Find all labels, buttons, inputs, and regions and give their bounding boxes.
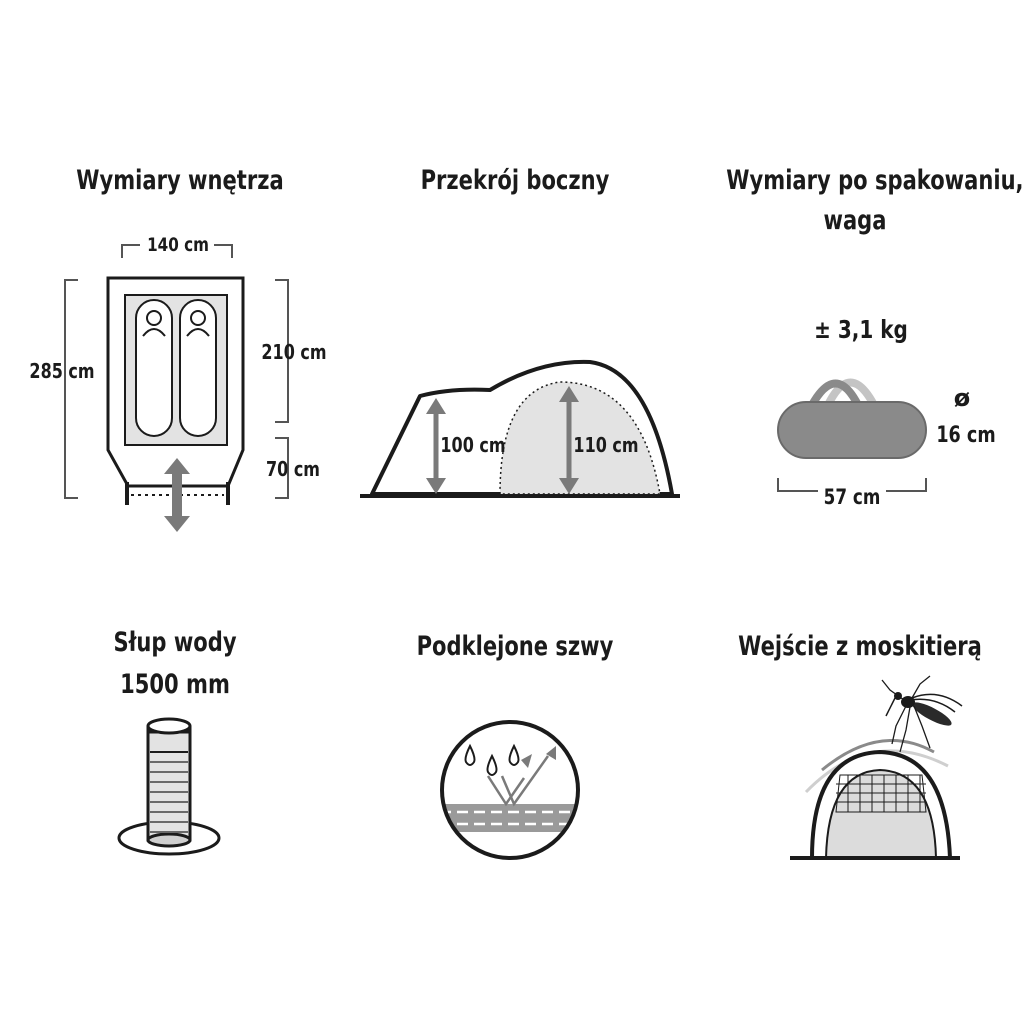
section-height-low-label: 100 cm: [440, 434, 505, 457]
interior-length-total-label: 285 cm: [29, 360, 94, 383]
taped-seams-icon: [440, 720, 580, 860]
interior-width-label: 140 cm: [147, 234, 209, 256]
seams-title: Podklejone szwy: [416, 631, 614, 662]
packed-length-label: 57 cm: [824, 485, 881, 509]
interior-title: Wymiary wnętrza: [76, 165, 284, 196]
interior-length-inner-label: 210 cm: [261, 341, 326, 364]
water-column-icon: [117, 717, 221, 856]
interior-vestibule-label: 70 cm: [266, 458, 320, 481]
packed-diameter-label: 16 cm: [936, 422, 995, 447]
water-title-line2: 1500 mm: [120, 669, 230, 700]
mosquito-title: Wejście z moskitierą: [738, 631, 982, 662]
mosquito-icon: [881, 675, 963, 753]
section-title: Przekrój boczny: [420, 165, 610, 196]
packed-diameter-symbol: ø: [954, 384, 971, 412]
packed-title-line2: waga: [823, 205, 887, 236]
section-height-high-label: 110 cm: [573, 434, 638, 457]
water-title-line1: Słup wody: [113, 627, 237, 658]
packed-weight-label: ± 3,1 kg: [814, 316, 908, 345]
mosquito-entrance-icon: [790, 675, 963, 860]
packed-diagram: ± 3,1 kg ø 16 cm 57 cm: [777, 316, 996, 510]
section-diagram: 100 cm 110 cm: [360, 359, 680, 498]
interior-diagram: 140 cm 285 cm 210 cm 70 cm: [29, 234, 327, 532]
packed-title-line1: Wymiary po spakowaniu,: [726, 165, 1024, 196]
